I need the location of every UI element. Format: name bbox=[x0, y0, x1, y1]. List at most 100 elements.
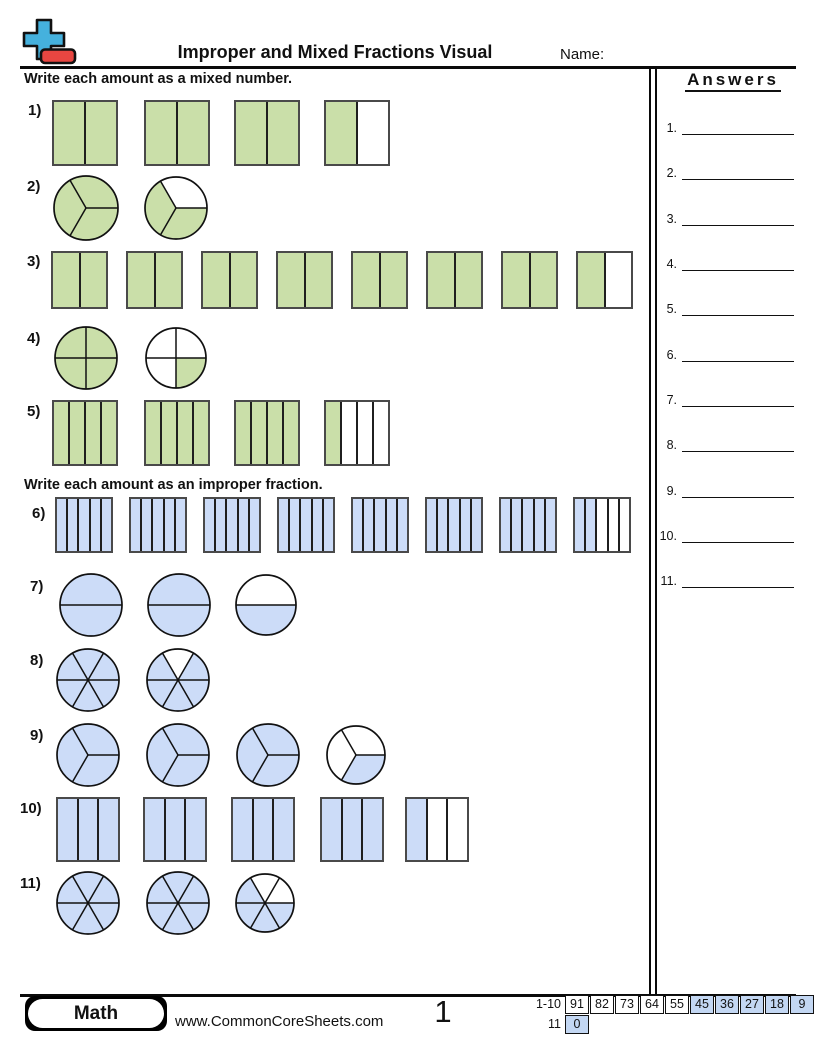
fraction-circle bbox=[144, 326, 208, 390]
filled-part bbox=[203, 253, 229, 307]
answer-row: 3. bbox=[650, 209, 794, 226]
answer-blank-line[interactable] bbox=[682, 481, 794, 498]
filled-part bbox=[78, 253, 106, 307]
answer-blank-line[interactable] bbox=[682, 435, 794, 452]
answer-blank-line[interactable] bbox=[682, 345, 794, 362]
filled-part bbox=[88, 499, 100, 551]
score-cell: 55 bbox=[665, 995, 689, 1014]
filled-part bbox=[53, 253, 79, 307]
score-cell: 82 bbox=[590, 995, 614, 1014]
fraction-circle bbox=[145, 870, 211, 936]
filled-part bbox=[236, 402, 250, 464]
filled-part bbox=[131, 499, 141, 551]
answer-row: 10. bbox=[650, 526, 794, 543]
filled-part bbox=[68, 402, 84, 464]
name-label: Name: bbox=[560, 46, 605, 63]
footer-rule bbox=[20, 994, 796, 997]
fraction-circle bbox=[55, 870, 121, 936]
filled-part bbox=[503, 253, 529, 307]
filled-part bbox=[326, 102, 356, 164]
filled-part bbox=[501, 499, 511, 551]
filled-part bbox=[453, 253, 481, 307]
empty-part bbox=[595, 499, 607, 551]
page-number: 1 bbox=[434, 994, 452, 1029]
filled-part bbox=[77, 499, 89, 551]
fraction-circle bbox=[145, 647, 211, 713]
answer-blank-line[interactable] bbox=[682, 299, 794, 316]
score-cell: 36 bbox=[715, 995, 739, 1014]
answer-row: 8. bbox=[650, 435, 794, 452]
empty-part bbox=[340, 402, 356, 464]
answer-number: 5. bbox=[666, 302, 677, 316]
problem-number: 3) bbox=[27, 253, 41, 270]
filled-part bbox=[321, 499, 334, 551]
filled-part bbox=[288, 499, 300, 551]
filled-part bbox=[251, 799, 273, 860]
filled-part bbox=[236, 499, 248, 551]
filled-part bbox=[225, 499, 237, 551]
fraction-rectangle bbox=[324, 400, 390, 466]
answer-blank-line[interactable] bbox=[682, 571, 794, 588]
fraction-rectangle bbox=[55, 497, 113, 553]
score-cell: 45 bbox=[690, 995, 714, 1014]
answer-blank-line[interactable] bbox=[682, 163, 794, 180]
filled-part bbox=[163, 799, 185, 860]
filled-part bbox=[176, 402, 192, 464]
problem-number: 11) bbox=[20, 875, 41, 892]
fraction-circle bbox=[52, 174, 120, 242]
filled-part bbox=[153, 253, 181, 307]
filled-part bbox=[521, 499, 533, 551]
answer-row: 4. bbox=[650, 254, 794, 271]
answer-blank-line[interactable] bbox=[682, 254, 794, 271]
fraction-rectangle bbox=[51, 251, 108, 309]
score-cell: 27 bbox=[740, 995, 764, 1014]
empty-part bbox=[603, 253, 631, 307]
answer-number: 2. bbox=[666, 166, 677, 180]
filled-part bbox=[272, 799, 294, 860]
filled-part bbox=[54, 102, 84, 164]
answer-row: 9. bbox=[650, 481, 794, 498]
filled-part bbox=[362, 499, 374, 551]
answer-blank-line[interactable] bbox=[682, 118, 794, 135]
fraction-circle bbox=[325, 724, 387, 786]
filled-part bbox=[578, 253, 604, 307]
plus-minus-icon bbox=[22, 18, 77, 65]
filled-part bbox=[84, 402, 100, 464]
score-row-label: 1-10 bbox=[535, 997, 561, 1011]
empty-part bbox=[617, 499, 630, 551]
fraction-rectangle bbox=[129, 497, 187, 553]
score-cell: 64 bbox=[640, 995, 664, 1014]
filled-part bbox=[205, 499, 215, 551]
page-title: Improper and Mixed Fractions Visual bbox=[177, 42, 493, 62]
answer-blank-line[interactable] bbox=[682, 209, 794, 226]
problem-number: 4) bbox=[27, 330, 41, 347]
filled-part bbox=[373, 499, 385, 551]
score-row-label: 11 bbox=[548, 1017, 561, 1031]
filled-part bbox=[427, 499, 437, 551]
fraction-rectangle bbox=[426, 251, 483, 309]
filled-part bbox=[233, 799, 252, 860]
filled-part bbox=[247, 499, 260, 551]
filled-part bbox=[378, 253, 406, 307]
filled-part bbox=[173, 499, 186, 551]
answer-blank-line[interactable] bbox=[682, 526, 794, 543]
filled-part bbox=[310, 499, 322, 551]
fraction-rectangle bbox=[351, 497, 409, 553]
filled-part bbox=[278, 253, 304, 307]
fraction-rectangle bbox=[573, 497, 631, 553]
answer-blank-line[interactable] bbox=[682, 390, 794, 407]
header-rule bbox=[20, 66, 796, 69]
fraction-circle bbox=[58, 572, 124, 638]
filled-part bbox=[575, 499, 585, 551]
problem-number: 10) bbox=[20, 800, 42, 817]
filled-part bbox=[353, 253, 379, 307]
fraction-rectangle bbox=[56, 797, 120, 862]
answer-number: 11. bbox=[660, 574, 677, 588]
filled-part bbox=[128, 253, 154, 307]
fraction-rectangle bbox=[144, 100, 210, 166]
fraction-circle bbox=[55, 647, 121, 713]
subject-badge: Math bbox=[25, 996, 167, 1031]
